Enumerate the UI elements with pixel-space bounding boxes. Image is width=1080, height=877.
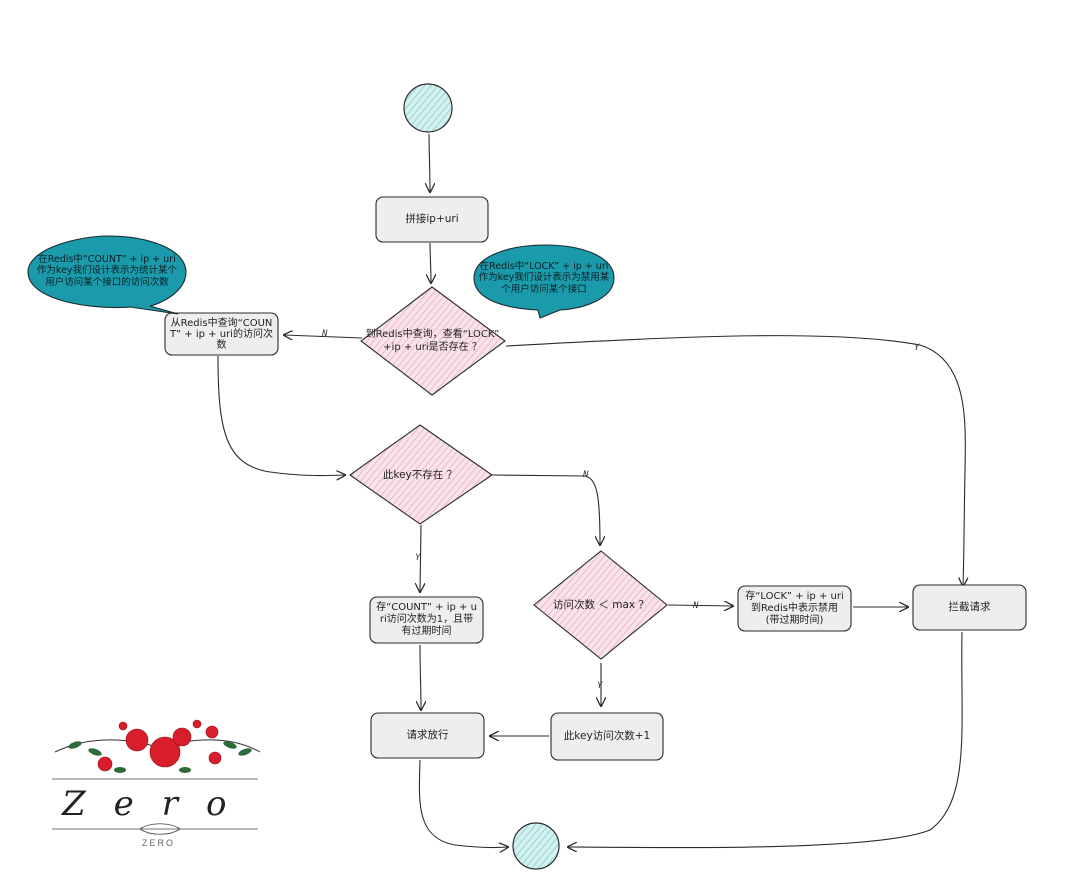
check-max-diamond [533,550,668,660]
query-count-label: 从Redis中查询“COUNT” + ip + uri的访问次数 [170,317,273,351]
start-node [403,83,453,133]
edge-max-no [667,605,733,606]
increment-label: 此key访问次数+1 [563,730,651,742]
store-lock-box [737,585,852,632]
intercept-box [912,584,1027,631]
lock-no-label: N [322,329,328,339]
zero-caption: ZERO [142,838,176,848]
lock-note-text: 在Redis中“LOCK” + ip + uri作为key我们设计表示为禁用某个… [478,260,610,295]
edge-lock-no [284,335,363,338]
allow-box [370,712,485,759]
lock-note-bubble [473,244,615,319]
store-count-label: 存“COUNT” + ip + uri访问次数为1，且带有过期时间 [376,602,477,637]
max-no-label: N [693,601,699,611]
increment-box [550,712,664,761]
check-lock-diamond [360,286,506,396]
zero-wordmark: Zero [62,784,255,824]
edge-intercept-end [568,631,963,848]
query-count-box [164,312,279,356]
check-max-label: 访问次数 ＜ max ？ [553,598,649,611]
lock-yes-label: Y [914,343,920,353]
exist-yes-label: Y [415,553,421,563]
edges [217,133,965,848]
count-note-text: 在Redis中“COUNT” + ip + uri作为key我们设计表示为统计某… [36,253,178,288]
edge-exist-yes [420,524,421,592]
edge-concat-lock [430,242,431,283]
edge-start-concat [429,133,430,192]
intercept-label: 拦截请求 [948,601,991,613]
store-lock-label: 存“LOCK” + ip + uri到Redis中表示禁用 (带过期时间) [745,590,844,626]
concat-label: 拼接ip+uri [405,213,459,225]
edge-allow-end [418,759,508,848]
edge-lock-yes [505,335,965,586]
check-lock-label: 到Redis中查询，查看“LOCK” +ip + uri是否存在 ？ [365,329,500,353]
key-exist-label: 此key不存在 ？ [382,468,458,481]
concat-box [375,196,489,243]
edge-count-exist [217,355,345,476]
allow-label: 请求放行 [406,729,449,741]
edge-store-allow [420,644,421,710]
key-exist-diamond [349,424,493,525]
store-count-box [369,596,484,644]
count-note-bubble [27,235,187,315]
exist-no-label: N [583,470,589,480]
end-node [512,822,560,870]
rose-wreath-logo [52,719,261,835]
edge-exist-no [491,474,600,545]
max-yes-label: Y [597,681,603,691]
